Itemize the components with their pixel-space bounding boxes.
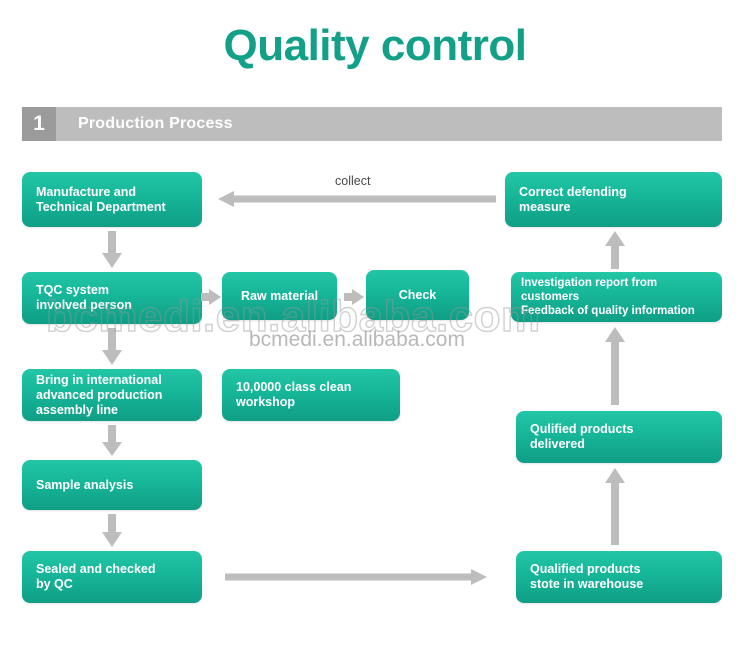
flow-box-raw-material[interactable]: Raw material — [222, 272, 337, 320]
flow-box-qualified-warehouse-label: Qualified products stote in warehouse — [530, 562, 644, 591]
section-header-bar: 1 Production Process — [22, 107, 722, 141]
flow-box-clean-workshop[interactable]: 10,0000 class clean workshop — [222, 369, 400, 421]
flow-box-sealed-checked-label: Sealed and checked by QC — [36, 562, 156, 591]
collect-label: collect — [335, 174, 371, 188]
flow-box-tqc-label: TQC system involved person — [36, 283, 132, 312]
flow-box-assembly-line-label: Bring in international advanced producti… — [36, 372, 163, 417]
flow-box-qualified-delivered[interactable]: Qulified products delivered — [516, 411, 722, 463]
arrow-down-assembly-to-sample — [101, 425, 123, 456]
flow-box-manufacture-label: Manufacture and Technical Department — [36, 184, 166, 214]
flow-box-qualified-delivered-label: Qulified products delivered — [530, 422, 634, 451]
flow-box-manufacture[interactable]: Manufacture and Technical Department — [22, 172, 202, 227]
flow-box-check-label: Check — [398, 287, 437, 302]
arrow-down-manufacture-to-tqc — [101, 231, 123, 268]
page-title: Quality control — [223, 21, 527, 70]
flow-box-sealed-checked[interactable]: Sealed and checked by QC — [22, 551, 202, 603]
arrow-collect-left — [218, 190, 496, 208]
arrow-down-tqc-to-assembly — [101, 328, 123, 365]
watermark-solid: bcmedi.en.alibaba.com — [249, 328, 465, 351]
flow-box-check[interactable]: Check — [366, 270, 469, 320]
flow-box-assembly-line[interactable]: Bring in international advanced producti… — [22, 369, 202, 421]
flow-box-investigation-report-label: Investigation report from customers Feed… — [521, 277, 695, 317]
flow-box-tqc[interactable]: TQC system involved person — [22, 272, 202, 324]
section-number-badge: 1 — [22, 107, 56, 141]
flow-box-sample-analysis-label: Sample analysis — [36, 477, 134, 492]
arrow-up-delivered-to-investigation — [604, 327, 626, 405]
arrow-up-investigation-to-correct-defending — [604, 231, 626, 269]
flow-box-qualified-warehouse[interactable]: Qualified products stote in warehouse — [516, 551, 722, 603]
section-title: Production Process — [78, 115, 233, 132]
flow-box-sample-analysis[interactable]: Sample analysis — [22, 460, 202, 510]
arrow-down-sample-to-sealed — [101, 514, 123, 547]
flow-box-raw-material-label: Raw material — [240, 288, 319, 303]
flow-box-correct-defending[interactable]: Correct defending measure — [505, 172, 722, 227]
flow-box-clean-workshop-label: 10,0000 class clean workshop — [236, 380, 352, 409]
arrow-right-tqc-to-raw-material — [201, 288, 221, 306]
arrow-right-sealed-to-warehouse — [225, 568, 487, 586]
arrow-right-raw-material-to-check — [344, 288, 364, 306]
flow-box-investigation-report[interactable]: Investigation report from customers Feed… — [511, 272, 722, 322]
flow-box-correct-defending-label: Correct defending measure — [519, 184, 627, 214]
arrow-up-warehouse-to-delivered — [604, 468, 626, 545]
